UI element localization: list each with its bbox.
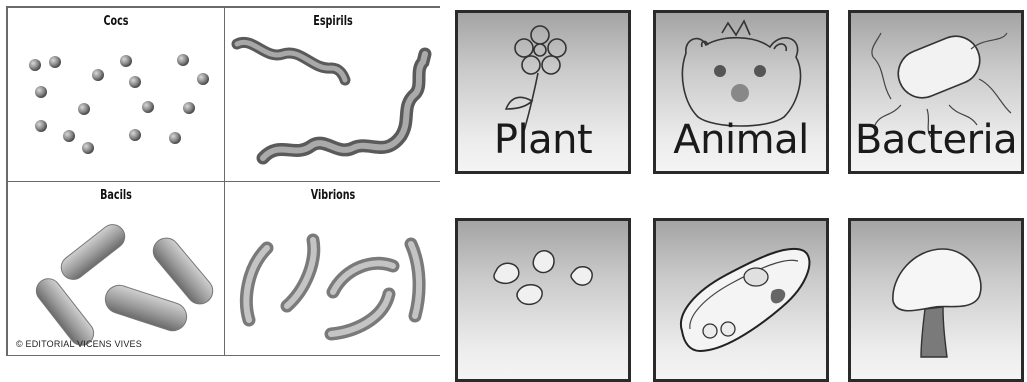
kingdom-card-animal[interactable]: Animal — [653, 10, 829, 174]
coccus — [120, 55, 132, 67]
publisher-credit: © EDITORIAL VICENS VIVES — [16, 339, 142, 349]
coccus — [78, 103, 90, 115]
coccus — [183, 102, 195, 114]
cocci-illustration — [8, 8, 224, 181]
vibrios-illustration — [225, 182, 441, 355]
spirilla-illustration — [225, 8, 441, 181]
kingdom-card-protists[interactable] — [455, 218, 631, 382]
coccus — [63, 130, 75, 142]
protist-cells-icon — [458, 221, 628, 379]
quadrant-vibrions: Vibrions — [225, 182, 441, 355]
coccus — [129, 76, 141, 88]
quadrant-cocs: Cocs — [8, 8, 224, 181]
coccus — [142, 101, 154, 113]
bacillus — [56, 220, 129, 284]
coccus — [35, 86, 47, 98]
card-label: Bacteria — [851, 117, 1021, 163]
coccus — [129, 129, 141, 141]
bacilli-illustration — [8, 182, 224, 355]
mushroom-icon — [851, 221, 1021, 379]
kingdom-card-plant[interactable]: Plant — [455, 10, 631, 174]
card-label: Animal — [656, 117, 826, 163]
bacteria-shapes-panel: Cocs Espirils — [6, 6, 440, 356]
coccus — [49, 56, 61, 68]
coccus — [82, 142, 94, 154]
card-label: Plant — [458, 117, 628, 163]
kingdom-card-protozoa[interactable] — [653, 218, 829, 382]
kingdom-card-bacteria[interactable]: Bacteria — [848, 10, 1024, 174]
coccus — [177, 54, 189, 66]
kingdom-card-fungi[interactable] — [848, 218, 1024, 382]
bacillus — [102, 282, 191, 335]
coccus — [35, 120, 47, 132]
coccus — [197, 73, 209, 85]
coccus — [169, 132, 181, 144]
quadrant-bacils: Bacils © EDITORIAL VICENS VIVES — [8, 182, 224, 355]
coccus — [92, 69, 104, 81]
paramecium-icon — [656, 221, 826, 379]
coccus — [29, 59, 41, 71]
quadrant-espirils: Espirils — [225, 8, 441, 181]
